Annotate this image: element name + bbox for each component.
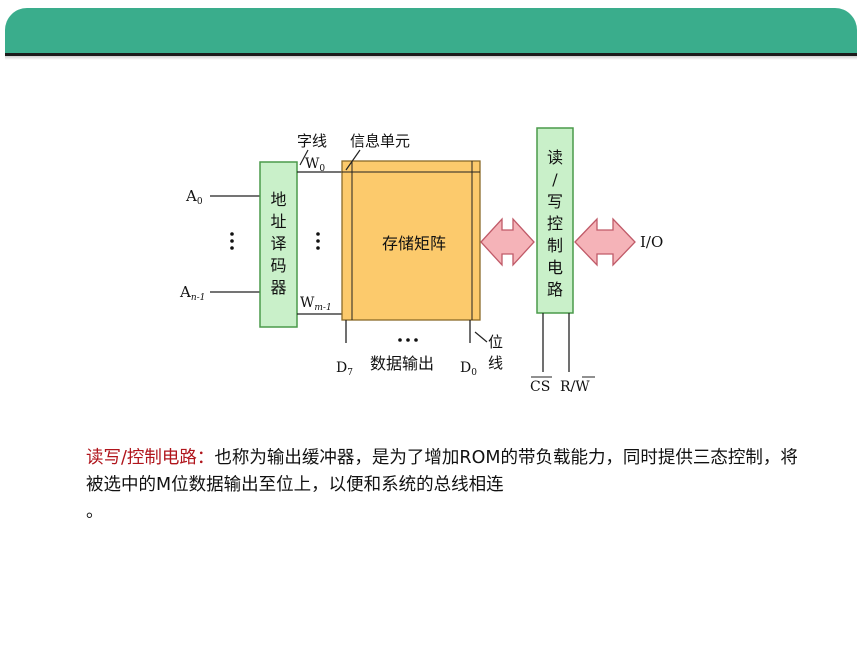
svg-text:译: 译 [270, 234, 286, 253]
svg-text:写: 写 [547, 192, 563, 211]
data-output-label: 数据输出 [370, 354, 434, 373]
header-bar [5, 8, 857, 56]
address-an1-label: An-1 [179, 283, 205, 303]
svg-text:址: 址 [270, 212, 286, 231]
rw-control-box [536, 127, 574, 314]
output-ellipsis [398, 338, 418, 342]
address-a0-label: A0 [185, 187, 203, 207]
bit-line-pointer [474, 331, 488, 343]
word-line-label: 字线 [297, 132, 327, 150]
description-term: 读写/控制电路： [86, 448, 215, 468]
svg-text:制: 制 [547, 236, 563, 255]
word-line-pointer [299, 149, 309, 166]
rw-signal-label: R/W [560, 379, 590, 395]
header-shadow [5, 56, 857, 60]
rw-control-label: 读 / 写 控 制 电 路 [547, 148, 563, 299]
svg-text:/: / [552, 170, 558, 189]
io-label: I/O [640, 233, 663, 251]
cs-label: CS [530, 379, 550, 395]
svg-text:位: 位 [488, 333, 503, 351]
w0-label: W0 [305, 156, 325, 174]
svg-text:读: 读 [547, 148, 563, 167]
cell-pointer [345, 149, 361, 171]
svg-text:器: 器 [270, 278, 286, 297]
address-decoder-box [259, 161, 298, 328]
svg-text:地: 地 [270, 190, 286, 209]
description-paragraph: 读写/控制电路：也称为输出缓冲器，是为了增加ROM的带负载能力，同时提供三态控制… [86, 445, 806, 526]
svg-text:线: 线 [488, 354, 503, 372]
svg-text:控: 控 [547, 214, 563, 233]
d0-label: D0 [460, 360, 477, 378]
description-body: 也称为输出缓冲器，是为了增加ROM的带负载能力，同时提供三态控制，将被选中的M位… [86, 448, 798, 495]
address-ellipsis [230, 232, 234, 250]
storage-matrix-label: 存储矩阵 [382, 234, 446, 253]
svg-text:电: 电 [547, 258, 563, 277]
word-line-ellipsis [316, 232, 320, 250]
bit-line-label: 位 线 [488, 333, 503, 372]
d7-label: D7 [336, 360, 353, 378]
svg-text:路: 路 [547, 280, 563, 299]
matrix-rw-double-arrow [480, 217, 535, 267]
description-end: 。 [86, 502, 104, 522]
cell-label: 信息单元 [350, 132, 410, 150]
header-rule [5, 53, 857, 56]
io-double-arrow [574, 217, 636, 267]
storage-matrix-box [341, 160, 481, 321]
wm1-label: Wm-1 [300, 295, 332, 313]
svg-text:码: 码 [270, 256, 286, 275]
decoder-label: 地 址 译 码 器 [270, 190, 286, 297]
